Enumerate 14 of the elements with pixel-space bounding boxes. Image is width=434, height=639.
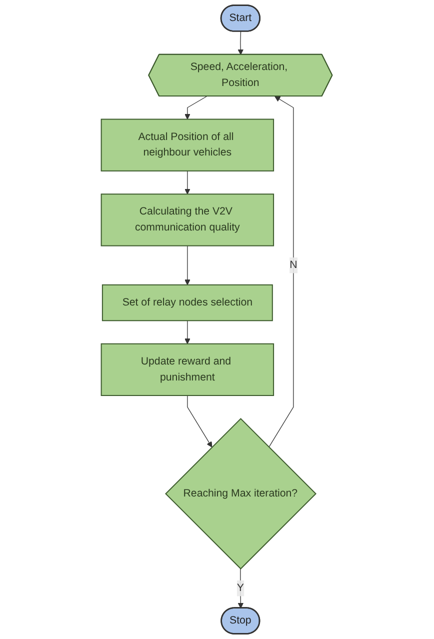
arrow [184,320,191,344]
arrow [268,96,294,448]
arrow [184,170,191,194]
node-box: Update reward and punishment [101,343,274,396]
node-box: Actual Position of all neighbour vehicles [101,118,274,172]
edge-label: Y [237,582,244,594]
arrow [187,395,212,448]
node-diamond: Reaching Max iteration? [165,418,317,570]
arrow [184,96,208,120]
node-box: Set of relay nodes selection [102,284,274,322]
edge-label: N [290,259,298,271]
arrow [238,31,244,55]
arrow [184,245,191,286]
node-box: Calculating the V2V communication quality [101,194,274,246]
